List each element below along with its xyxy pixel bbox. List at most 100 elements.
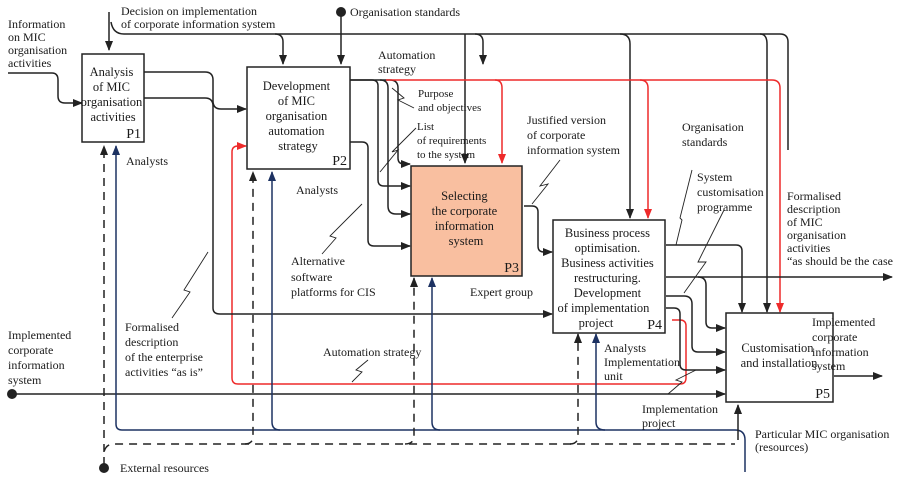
p4-label-line: optimisation. [575,241,641,255]
arrow-p4-to-p5-c [666,295,726,356]
label-automation-strategy-top: Automation strategy [378,48,438,76]
p4-label-line: project [579,316,614,330]
arrow-info-to-p1 [8,72,83,107]
label-implementation-project: Implementation project [642,402,721,430]
process-p2[interactable]: Development of MIC organisation automati… [246,66,351,170]
p4-label-line: restructuring. [574,271,641,285]
arrow-p1-to-p2 [144,71,247,113]
p5-label-line: and installation [741,356,818,370]
process-p1[interactable]: Analysis of MIC organisation activities … [81,53,146,143]
arrow-p4-to-p5-d [666,307,726,374]
p4-label-line: Business process [565,226,650,240]
label-purpose: Purpose and objectives [418,88,481,114]
process-box-p5[interactable] [725,312,834,403]
squiggle-automation-bottom [351,359,369,383]
p3-label-line: system [449,234,484,248]
p2-label-line: of MIC [278,94,315,108]
arrow-p4-to-p5-a [666,244,746,313]
process-box-p1[interactable] [81,53,145,143]
label-particular-mic: Particular MIC organisation (resources) [755,427,892,454]
p2-label-line: strategy [278,139,318,153]
p2-label-line: Development [263,79,331,93]
label-org-standards-right: Organisation standards [682,120,747,149]
arrow-p3-to-p4 [524,205,553,256]
p3-label-line: information [435,219,495,233]
label-alternative-platforms: Alternative software platforms for CIS [291,254,376,299]
p4-id: P4 [647,318,662,333]
squiggle-requirements [379,127,417,173]
connectors [7,7,893,473]
squiggle-alternative [321,203,363,255]
p4-label-line: Business activities [561,256,654,270]
arrow-p4-to-p5-b [697,276,726,332]
p3-id: P3 [504,261,519,276]
label-implemented-cis-left: Implemented corporate information system [8,328,74,387]
arrow-red-feedback-to-p2 [231,142,687,385]
label-analysts-p1: Analysts [126,154,168,168]
squiggle-purpose [391,87,415,109]
squiggle-as-is [171,251,209,319]
squiggle-impl-project [667,369,697,395]
arrow-blue-to-p1 [112,145,123,431]
arrow-blue-to-p4 [592,333,606,431]
label-info-mic: Information on MIC organisation activiti… [8,17,70,70]
tunnel-dot-external-resources [99,463,109,473]
svg-text:Analysis of MIC or: Analysis of MIC organisation activities [81,65,146,124]
label-org-standards-top: Organisation standards [350,5,460,19]
label-automation-strategy-bottom: Automation strategy [323,345,421,359]
arrow-blue-to-p3 [428,277,441,431]
process-p4[interactable]: Business process optimisation. Business … [552,219,666,334]
p3-label-line: Selecting [441,189,488,203]
process-box-p3[interactable] [410,165,523,277]
arrow-p2-to-p3-b [350,79,411,218]
p2-label-line: automation [268,124,325,138]
label-analysts-impl-unit: Analysts Implementation unit [604,341,683,383]
label-analysts-p2: Analysts [296,183,338,197]
p1-label-line: organisation [81,95,143,109]
label-implemented-cis-right: Implemented corporate information system [812,315,878,373]
p4-label-line: Development [574,286,642,300]
p3-label-line: the corporate [432,204,498,218]
p5-label-line: Customisation [741,341,814,355]
label-justified: Justified version of corporate informati… [527,113,621,157]
process-box-p2[interactable] [246,66,351,170]
arrow-decision-to-p2 [274,33,287,65]
p5-id: P5 [815,387,830,402]
squiggle-customisation [683,209,725,294]
process-p5[interactable]: Customisation and installation P5 [725,312,834,403]
process-p3[interactable]: Selecting the corporate information syst… [410,165,523,277]
squiggle-org-standards [675,169,693,246]
svg-text:Selecting the corporate: Selecting the corporate information syst… [432,189,501,248]
label-expert-group: Expert group [470,285,533,299]
label-requirements: List of requirements to the system [417,121,489,161]
arrow-dashed-to-p3 [404,277,418,445]
p2-label-line: organisation [266,109,328,123]
squiggle-justified [531,159,561,205]
arrow-red-to-p4 [639,79,652,219]
svg-text:Business process optimis: Business process optimisation. Business … [557,226,656,330]
p1-id: P1 [126,127,141,142]
p1-label-line: activities [90,110,135,124]
arrow-decision-to-p4 [474,33,487,65]
label-customisation-programme: System customisation programme [697,170,767,214]
p4-label-line: of implementation [557,301,650,315]
arrow-decision-to-p5-down [759,33,771,313]
p2-id: P2 [332,154,347,169]
arrow-p1-to-p4-long [144,97,553,318]
line-external-resources-dashed [103,443,735,465]
svg-text:Customisation and instal: Customisation and installation [741,341,818,370]
label-formalised-as-is: Formalised description of the enterprise… [125,320,206,379]
arrow-dashed-to-p2 [244,171,257,445]
label-decision: Decision on implementation of corporate … [121,4,276,31]
process-box-p4[interactable] [552,219,666,334]
line-automation-strategy-red [386,79,784,313]
arrow-dashed-to-p4 [569,333,582,445]
arrow-decision-to-p4-down [619,33,634,219]
line-decision-bus [110,21,789,150]
p1-label-line: Analysis [90,65,134,79]
arrow-p2-to-p3-c [350,141,411,250]
line-mechanism-blue-bus [122,429,746,472]
svg-text:Development of MIC: Development of MIC organisation automati… [263,79,333,153]
arrow-blue-to-p2 [268,171,281,431]
